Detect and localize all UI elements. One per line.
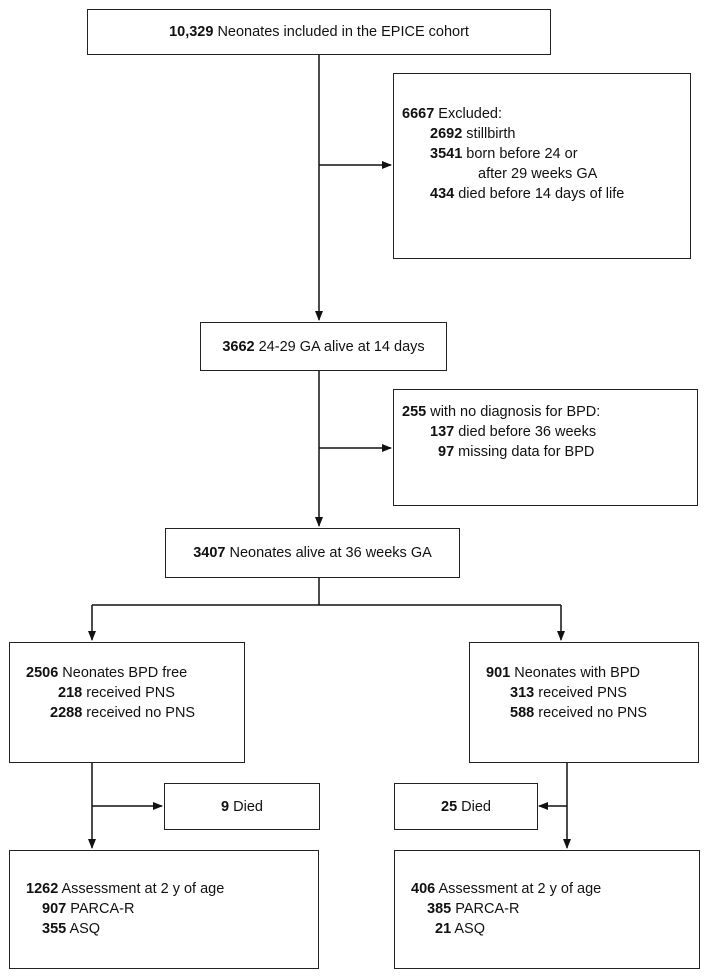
bpd-nopns-count: 588: [510, 705, 535, 721]
died-36w-label: died before 36 weeks: [458, 424, 597, 440]
bpd-free-count: 2506: [26, 665, 59, 681]
alive36-box: 3407 Neonates alive at 36 weeks GA: [165, 528, 460, 578]
assessment-left-box: 1262 Assessment at 2 y of age 907 PARCA-…: [9, 850, 319, 969]
bpd-free-label: Neonates BPD free: [62, 665, 188, 681]
excluded-box: 6667 Excluded: 2692 stillbirth 3541 born…: [393, 73, 691, 259]
stillbirth-label: stillbirth: [466, 126, 516, 142]
parca-left-label: PARCA-R: [70, 901, 135, 917]
bpd-free-nopns-label: received no PNS: [86, 705, 196, 721]
died-right-box: 25 Died: [394, 783, 538, 830]
missing-bpd-label: missing data for BPD: [458, 444, 595, 460]
missing-bpd-count: 97: [438, 444, 455, 460]
ga-excluded-label-cont: after 29 weeks GA: [478, 166, 598, 182]
asq-left-label: ASQ: [69, 921, 101, 937]
nodiag-label: with no diagnosis for BPD:: [430, 404, 601, 420]
died-left-count: 9: [221, 798, 230, 815]
bpd-pns-count: 313: [510, 685, 535, 701]
bpd-free-pns-count: 218: [58, 685, 83, 701]
bpd-label: Neonates with BPD: [514, 665, 640, 681]
ga-excluded-label: born before 24 or: [466, 146, 578, 162]
assessment-left-count: 1262: [26, 881, 59, 897]
assessment-left-label: Assessment at 2 y of age: [61, 881, 225, 897]
parca-right-label: PARCA-R: [455, 901, 520, 917]
bpd-free-nopns-count: 2288: [50, 705, 83, 721]
bpd-count: 901: [486, 665, 511, 681]
excluded-count: 6667: [402, 106, 435, 122]
asq-right-count: 21: [435, 921, 452, 937]
alive14-box: 3662 24-29 GA alive at 14 days: [200, 322, 447, 371]
bpd-nopns-label: received no PNS: [538, 705, 648, 721]
stillbirth-count: 2692: [430, 126, 463, 142]
nodiag-box: 255 with no diagnosis for BPD: 137 died …: [393, 389, 698, 506]
excluded-label: Excluded:: [438, 106, 502, 122]
assessment-right-label: Assessment at 2 y of age: [438, 881, 602, 897]
bpd-free-box: 2506 Neonates BPD free 218 received PNS …: [9, 642, 245, 763]
alive14-label: 24-29 GA alive at 14 days: [258, 338, 425, 355]
died-36w-count: 137: [430, 424, 455, 440]
alive14-count: 3662: [222, 338, 255, 355]
cohort-label: Neonates included in the EPICE cohort: [217, 24, 469, 40]
alive36-count: 3407: [193, 545, 226, 561]
died-right-count: 25: [441, 798, 458, 815]
bpd-box: 901 Neonates with BPD 313 received PNS 5…: [469, 642, 699, 763]
assessment-right-box: 406 Assessment at 2 y of age 385 PARCA-R…: [394, 850, 700, 969]
parca-left-count: 907: [42, 901, 67, 917]
early-death-label: died before 14 days of life: [458, 186, 625, 202]
nodiag-count: 255: [402, 404, 427, 420]
assessment-right-count: 406: [411, 881, 436, 897]
bpd-pns-label: received PNS: [538, 685, 627, 701]
died-right-label: Died: [461, 798, 491, 815]
alive36-label: Neonates alive at 36 weeks GA: [229, 545, 432, 561]
asq-right-label: ASQ: [454, 921, 485, 937]
bpd-free-pns-label: received PNS: [86, 685, 175, 701]
died-left-label: Died: [233, 798, 263, 815]
parca-right-count: 385: [427, 901, 452, 917]
asq-left-count: 355: [42, 921, 67, 937]
ga-excluded-count: 3541: [430, 146, 463, 162]
cohort-box: 10,329 Neonates included in the EPICE co…: [87, 9, 551, 55]
early-death-count: 434: [430, 186, 455, 202]
cohort-count: 10,329: [169, 24, 214, 40]
died-left-box: 9 Died: [164, 783, 320, 830]
